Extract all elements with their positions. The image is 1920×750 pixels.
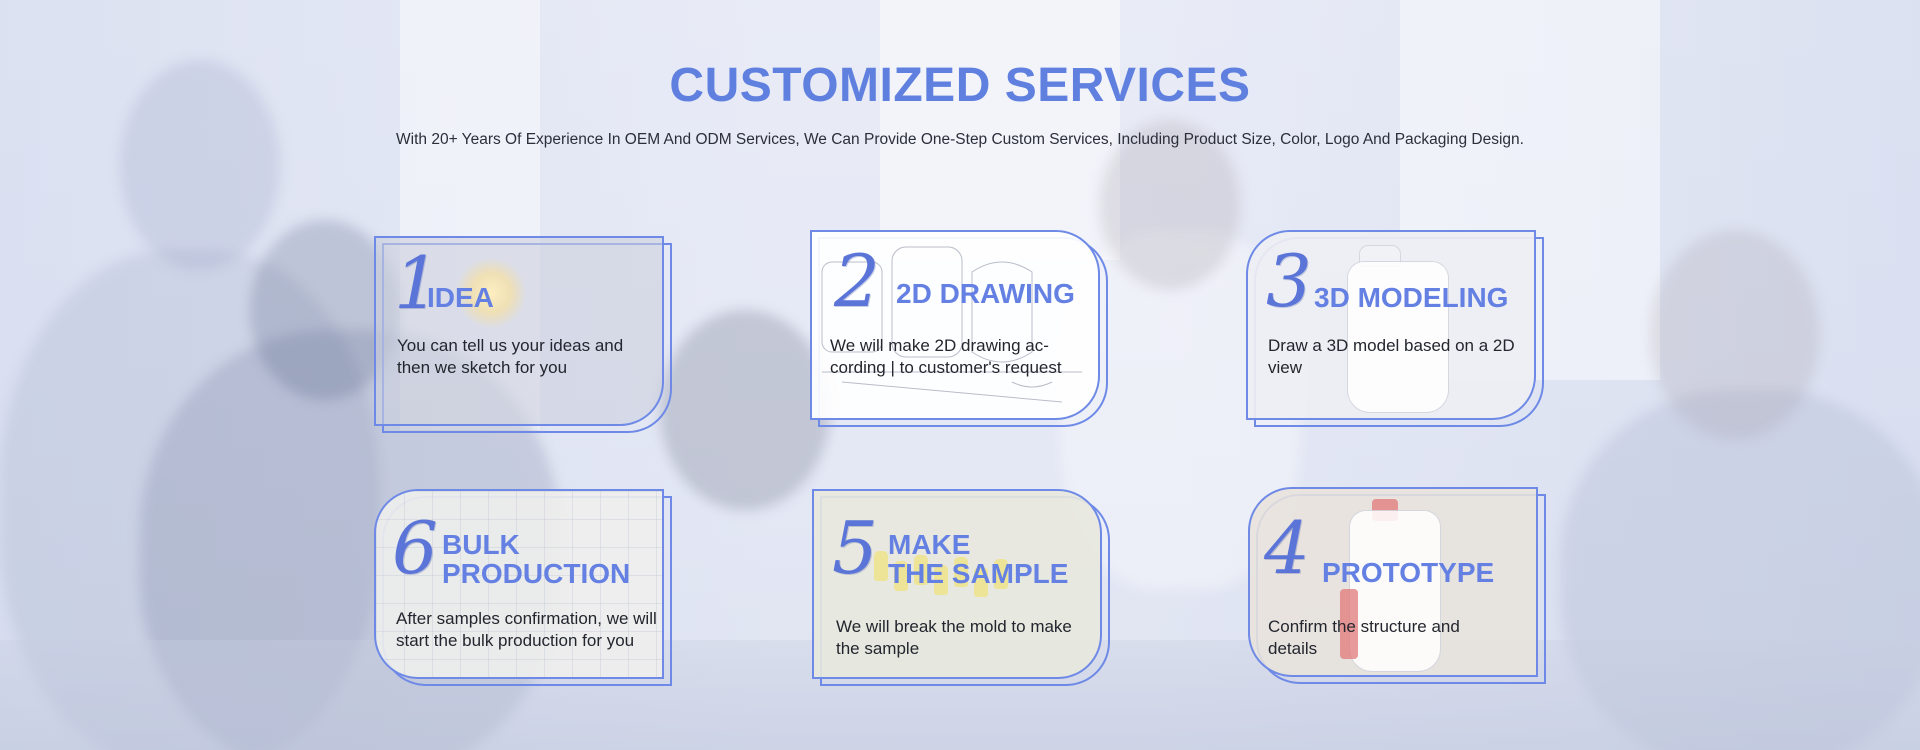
sketch-drawing-icon xyxy=(821,246,1082,403)
lightbulb-icon xyxy=(456,258,526,328)
step-description: You can tell us your ideas and then we s… xyxy=(397,336,624,377)
card-panel xyxy=(374,236,664,426)
background-person xyxy=(120,60,280,270)
step-card-3d-modeling: 3 3D MODELING Draw a 3D model based on a… xyxy=(1246,230,1544,427)
card-panel xyxy=(1246,230,1536,420)
warehouse-grid-icon xyxy=(376,491,662,677)
step-description: We will make 2D drawing ac-cording | to … xyxy=(830,336,1062,377)
section-subtitle: With 20+ Years Of Experience In OEM And … xyxy=(396,131,1524,148)
cup-model-icon xyxy=(1348,262,1448,412)
step-number: 4 xyxy=(1264,506,1310,590)
step-card-prototype: 4 PROTOTYPE Confirm the structure and de… xyxy=(1248,487,1546,684)
step-description: Confirm the structure and details xyxy=(1268,617,1460,658)
card-panel xyxy=(374,489,664,679)
prototype-cup-icon xyxy=(1350,511,1440,671)
step-card-make-the-sample: 5 MAKE THE SAMPLE We will break the mold… xyxy=(812,489,1110,686)
step-title-line2: THE SAMPLE xyxy=(888,558,1069,589)
card-panel xyxy=(810,230,1100,420)
background-person xyxy=(1650,230,1820,440)
step-description: We will break the mold to make the sampl… xyxy=(836,617,1072,658)
step-title: PROTOTYPE xyxy=(1322,557,1495,588)
step-number: 5 xyxy=(832,506,878,590)
step-number: 2 xyxy=(834,239,880,323)
step-card-bulk-production: 6 BULK PRODUCTION After samples confirma… xyxy=(374,489,672,686)
step-card-idea: 1 IDEA You can tell us your ideas and th… xyxy=(374,236,672,433)
background-presenter xyxy=(1100,120,1240,290)
step-title-line2: PRODUCTION xyxy=(442,558,631,589)
step-description: After samples confirmation, we will star… xyxy=(396,609,657,650)
card-panel xyxy=(812,489,1102,679)
red-strap-icon xyxy=(1340,589,1358,659)
step-title: 2D DRAWING xyxy=(896,278,1075,309)
step-title-line1: BULK xyxy=(442,529,520,560)
step-number: 3 xyxy=(1266,239,1312,323)
step-number: 6 xyxy=(392,506,438,590)
step-title-line1: MAKE xyxy=(888,529,971,560)
background-person xyxy=(660,310,830,510)
step-card-2d-drawing: 2 2D DRAWING We will make 2D drawing ac-… xyxy=(810,230,1108,427)
step-title: IDEA xyxy=(427,282,494,313)
cup-lid-icon xyxy=(1360,246,1400,266)
step-description: Draw a 3D model based on a 2D view xyxy=(1268,336,1515,377)
step-title: 3D MODELING xyxy=(1314,282,1509,313)
background-window-center xyxy=(880,0,1120,260)
step-number: 1 xyxy=(394,241,440,325)
section-title: CUSTOMIZED SERVICES xyxy=(669,59,1251,112)
card-panel xyxy=(1248,487,1538,677)
